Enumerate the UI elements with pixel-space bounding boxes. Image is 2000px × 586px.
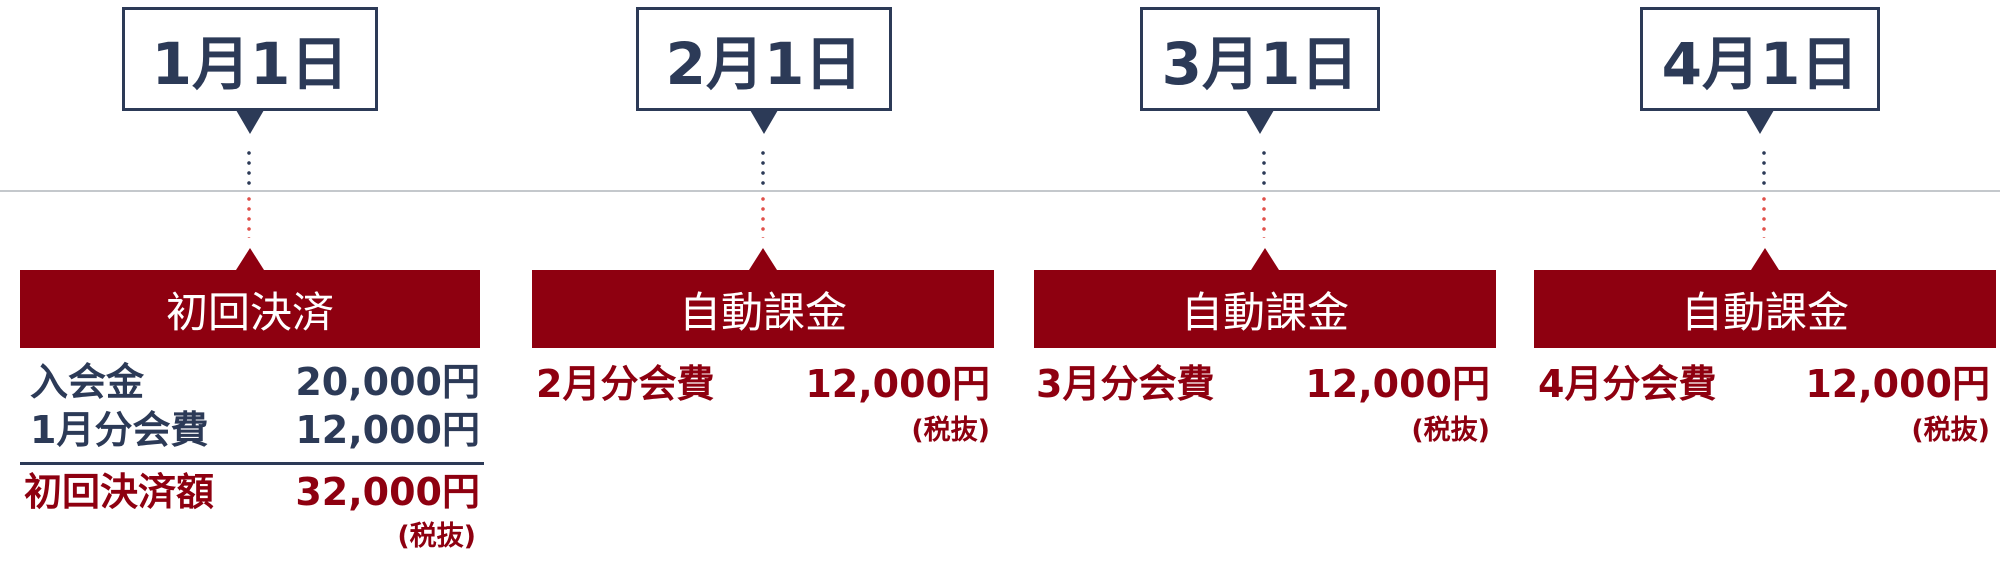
connector-dots-red-feb (761, 194, 765, 238)
line-item-amount: 12,000円 (295, 408, 480, 452)
connector-dots-red-mar (1262, 194, 1266, 238)
charge-header-label-jan: 初回決済 (165, 287, 334, 337)
date-box-apr: 4月1日 (1640, 7, 1880, 134)
line-item-total: 初回決済額 32,000円 (24, 470, 480, 514)
charge-header-label-mar: 自動課金 (1180, 287, 1349, 337)
line-item-jan-fee: 1月分会費 12,000円 (30, 408, 480, 452)
total-divider (20, 462, 484, 465)
date-pointer-icon (1246, 110, 1274, 134)
connector-dots-red-apr (1762, 194, 1766, 238)
timeline-axis (0, 190, 2000, 192)
date-pointer-icon (750, 110, 778, 134)
date-box-mar: 3月1日 (1140, 7, 1380, 134)
date-pointer-icon (1746, 110, 1774, 134)
charge-header-mar: 自動課金 (1034, 248, 1496, 348)
header-pointer-icon (1751, 248, 1779, 270)
header-pointer-icon (236, 248, 264, 270)
date-label-apr: 4月1日 (1661, 30, 1859, 98)
line-item-amount: 20,000円 (295, 360, 480, 404)
date-label-mar: 3月1日 (1161, 30, 1359, 98)
tax-note-apr: (税抜) (1911, 415, 1990, 446)
date-label-jan: 1月1日 (151, 30, 349, 98)
line-item-amount: 12,000円 (805, 362, 990, 406)
charge-header-feb: 自動課金 (532, 248, 994, 348)
charge-header-jan: 初回決済 (20, 248, 480, 348)
line-item-feb-fee: 2月分会費 12,000円 (536, 362, 990, 406)
connector-dots-navy-mar (1262, 148, 1266, 188)
line-item-label: 2月分会費 (536, 362, 715, 406)
line-item-label: 1月分会費 (30, 408, 209, 452)
total-label: 初回決済額 (24, 470, 215, 514)
line-item-apr-fee: 4月分会費 12,000円 (1538, 362, 1990, 406)
line-item-label: 3月分会費 (1036, 362, 1215, 406)
tax-note-mar: (税抜) (1411, 415, 1490, 446)
connector-dots-red-jan (247, 194, 251, 238)
date-label-feb: 2月1日 (665, 30, 863, 98)
charge-header-apr: 自動課金 (1534, 248, 1996, 348)
connector-dots-navy-apr (1762, 148, 1766, 188)
tax-note-feb: (税抜) (911, 415, 990, 446)
line-item-mar-fee: 3月分会費 12,000円 (1036, 362, 1490, 406)
line-item-amount: 12,000円 (1805, 362, 1990, 406)
tax-note-jan: (税抜) (397, 521, 476, 552)
line-item-entry-fee: 入会金 20,000円 (30, 360, 480, 404)
line-item-label: 4月分会費 (1538, 362, 1717, 406)
charge-header-label-apr: 自動課金 (1680, 287, 1849, 337)
line-item-label: 入会金 (30, 360, 145, 404)
total-amount: 32,000円 (295, 470, 480, 514)
connector-dots-navy-feb (761, 148, 765, 188)
date-box-feb: 2月1日 (636, 7, 892, 134)
date-pointer-icon (236, 110, 264, 134)
header-pointer-icon (749, 248, 777, 270)
header-pointer-icon (1251, 248, 1279, 270)
charge-header-label-feb: 自動課金 (678, 287, 847, 337)
connector-dots-navy-jan (247, 148, 251, 188)
date-box-jan: 1月1日 (122, 7, 378, 134)
line-item-amount: 12,000円 (1305, 362, 1490, 406)
